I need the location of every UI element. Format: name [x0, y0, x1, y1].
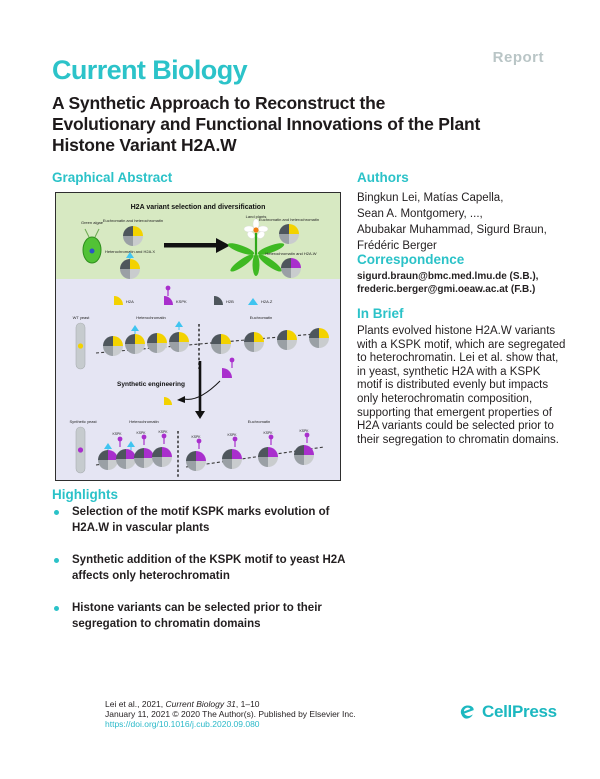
nucleosome-pie-icon — [279, 224, 299, 244]
graphical-abstract-figure: H2A variant selection and diversificatio… — [55, 192, 341, 481]
nucleosome-pie-icon — [186, 451, 206, 471]
yeast-panel — [56, 279, 340, 480]
highlight-item: Synthetic addition of the KSPK motif to … — [52, 553, 364, 584]
cellpress-swirl-icon — [460, 705, 474, 719]
euchromatin-label: Euchromatin — [248, 419, 270, 424]
highlight-item: Histone variants can be selected prior t… — [52, 601, 364, 632]
article-type-label: Report — [492, 49, 544, 66]
highlight-text: Selection of the motif KSPK marks evolut… — [72, 506, 330, 534]
nucleosome-pie-icon — [152, 447, 172, 467]
correspondence-email-link[interactable]: frederic.berger@gmi.oeaw.ac.at (F.B.) — [357, 283, 536, 295]
heterochromatin-label: Heterochromatin — [129, 419, 159, 424]
pie3-label: Euchromatin and heterochromatin — [259, 217, 319, 222]
author-line: Frédéric Berger — [357, 240, 437, 252]
nucleosome-pie-icon — [98, 450, 118, 470]
bullet-icon — [54, 510, 59, 515]
euchromatin-label: Euchromatin — [250, 315, 272, 320]
swap-arrow-icon — [164, 357, 235, 405]
nucleosome-pie-icon — [134, 448, 154, 468]
kspk-tag: KSPK — [191, 435, 201, 439]
highlights-list: Selection of the motif KSPK marks evolut… — [52, 505, 364, 649]
nucleosome-pie-icon — [147, 333, 167, 353]
kspk-tag: KSPK — [136, 431, 146, 435]
evolution-arrow-icon — [164, 238, 230, 253]
kspk-tag: KSPK — [227, 433, 237, 437]
heterochromatin-label: Heterochromatin — [136, 315, 166, 320]
journal-title: Current Biology — [52, 55, 248, 85]
author-list: Bingkun Lei, Matías Capella, Sean A. Mon… — [357, 190, 547, 254]
author-line: Abubakar Muhammad, Sigurd Braun, — [357, 224, 547, 236]
legend-h2a-label: H2A — [126, 299, 134, 304]
bullet-icon — [54, 606, 59, 611]
article-title-line: Histone Variant H2A.W — [52, 135, 237, 155]
legend-h2b-icon — [214, 296, 223, 305]
kspk-tag: KSPK — [158, 430, 168, 434]
down-arrow-icon — [195, 361, 205, 419]
correspondence-heading: Correspondence — [357, 252, 465, 267]
nucleosome-pie-icon — [281, 258, 301, 278]
graphical-abstract-heading: Graphical Abstract — [52, 170, 173, 185]
article-title-line: Evolutionary and Functional Innovations … — [52, 114, 481, 134]
in-brief-text: Plants evolved histone H2A.W variants wi… — [357, 325, 566, 446]
synthetic-yeast-label: Synthetic yeast — [69, 419, 97, 424]
article-title-line: A Synthetic Approach to Reconstruct the — [52, 93, 386, 113]
correspondence-email-link[interactable]: sigurd.braun@bmc.med.lmu.de (S.B.), — [357, 271, 539, 282]
nucleosome-pie-icon — [277, 330, 297, 350]
citation-block: Lei et al., 2021, Current Biology 31, 1–… — [105, 699, 356, 729]
kspk-tag: KSPK — [263, 431, 273, 435]
publication-date-line: January 11, 2021 © 2020 The Author(s). P… — [105, 709, 356, 719]
legend-h2az-icon — [248, 298, 258, 305]
highlight-text: Synthetic addition of the KSPK motif to … — [72, 554, 346, 582]
wt-yeast-label: WT yeast — [73, 315, 91, 320]
author-line: Bingkun Lei, Matías Capella, — [357, 192, 504, 204]
green-algae-icon — [82, 228, 102, 264]
legend-h2b-label: H2B — [226, 299, 234, 304]
graphical-abstract-svg: H2A variant selection and diversificatio… — [56, 193, 340, 480]
wt-chromosome-icon — [75, 322, 86, 370]
flower-label: Land plants — [246, 214, 267, 219]
nucleosome-pie-icon — [211, 334, 231, 354]
synthetic-engineering-label: Synthetic engineering — [117, 381, 185, 388]
citation-line: Lei et al., 2021, Current Biology 31, 1–… — [105, 699, 356, 709]
doi-link[interactable]: https://doi.org/10.1016/j.cub.2020.09.08… — [105, 719, 260, 729]
nucleosome-pie-icon — [116, 449, 136, 469]
highlight-text: Histone variants can be selected prior t… — [72, 602, 322, 630]
legend-kspk-label: KSPK — [176, 299, 187, 304]
pie2-label: Heterochromatin and H2A.X — [105, 249, 155, 254]
kspk-tag: KSPK — [112, 432, 122, 436]
nucleosome-pie-icon — [309, 328, 329, 348]
highlight-item: Selection of the motif KSPK marks evolut… — [52, 505, 364, 536]
nucleosome-pie-icon — [123, 226, 143, 246]
figure-legend: H2A KSPK H2B H2A.Z — [114, 285, 273, 305]
legend-h2az-label: H2A.Z — [261, 299, 273, 304]
pie1-label: Euchromatin and heterochromatin — [103, 218, 163, 223]
correspondence-emails: sigurd.braun@bmc.med.lmu.de (S.B.), fred… — [357, 271, 538, 296]
nucleosome-pie-icon — [294, 445, 314, 465]
nucleosome-pie-icon — [120, 259, 140, 279]
authors-heading: Authors — [357, 170, 409, 185]
nucleosome-pie-icon — [222, 449, 242, 469]
citation-journal: Current Biology 31 — [165, 699, 236, 709]
citation-prefix: Lei et al., 2021, — [105, 699, 166, 709]
article-title: A Synthetic Approach to Reconstruct the … — [52, 93, 480, 156]
cellpress-logo-text: CellPress — [482, 702, 557, 721]
highlights-heading: Highlights — [52, 487, 118, 502]
nucleosome-pie-icon — [125, 334, 145, 354]
algae-label: Green algae — [81, 220, 104, 225]
legend-h2a-icon — [114, 296, 123, 305]
author-line: Sean A. Montgomery, ..., — [357, 208, 483, 220]
bullet-icon — [54, 558, 59, 563]
cellpress-logo: CellPress — [457, 701, 557, 723]
figure-panel-title: H2A variant selection and diversificatio… — [131, 204, 266, 211]
nucleosome-pie-icon — [244, 332, 264, 352]
nucleosome-pie-icon — [169, 332, 189, 352]
citation-pages: , 1–10 — [235, 699, 260, 709]
flowering-plant-icon — [227, 218, 285, 276]
in-brief-heading: In Brief — [357, 306, 404, 321]
nucleosome-pie-icon — [258, 447, 278, 467]
synthetic-chromosome-icon — [75, 426, 86, 474]
nucleosome-pie-icon — [103, 336, 123, 356]
pie4-label: Heterochromatin and H2A.W — [265, 251, 316, 256]
kspk-tag: KSPK — [299, 429, 309, 433]
